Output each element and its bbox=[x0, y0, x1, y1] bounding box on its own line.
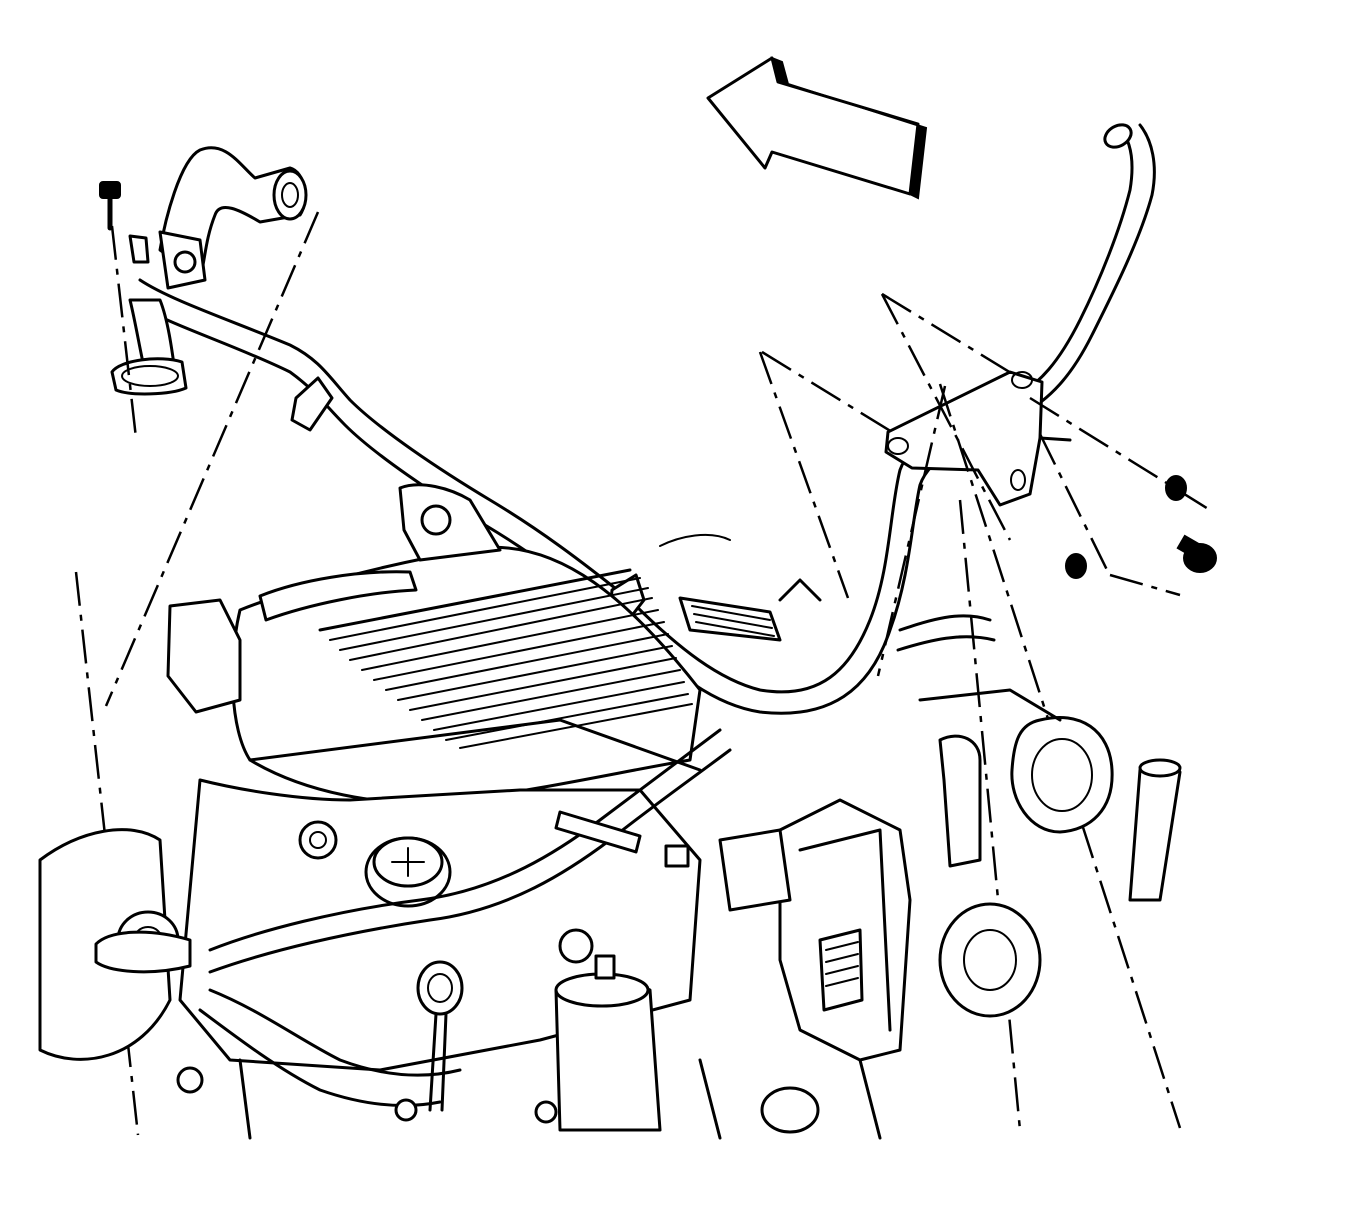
oil-filter bbox=[554, 928, 662, 1132]
left-pipe-mount bbox=[110, 234, 188, 396]
intake-manifold bbox=[231, 483, 702, 805]
coolant-pipe bbox=[136, 123, 1156, 715]
upper-hose bbox=[158, 146, 308, 290]
right-engine-components bbox=[896, 614, 1182, 1018]
right-pipe-bracket bbox=[884, 370, 1072, 507]
throttle-body bbox=[664, 798, 912, 1062]
bolt-icon bbox=[99, 181, 121, 231]
sensor-wire bbox=[659, 533, 822, 642]
lower-frame-edges bbox=[176, 1058, 882, 1140]
direction-arrow-icon bbox=[706, 56, 928, 200]
nut-icon bbox=[1065, 475, 1217, 579]
left-engine-components bbox=[38, 570, 418, 1061]
